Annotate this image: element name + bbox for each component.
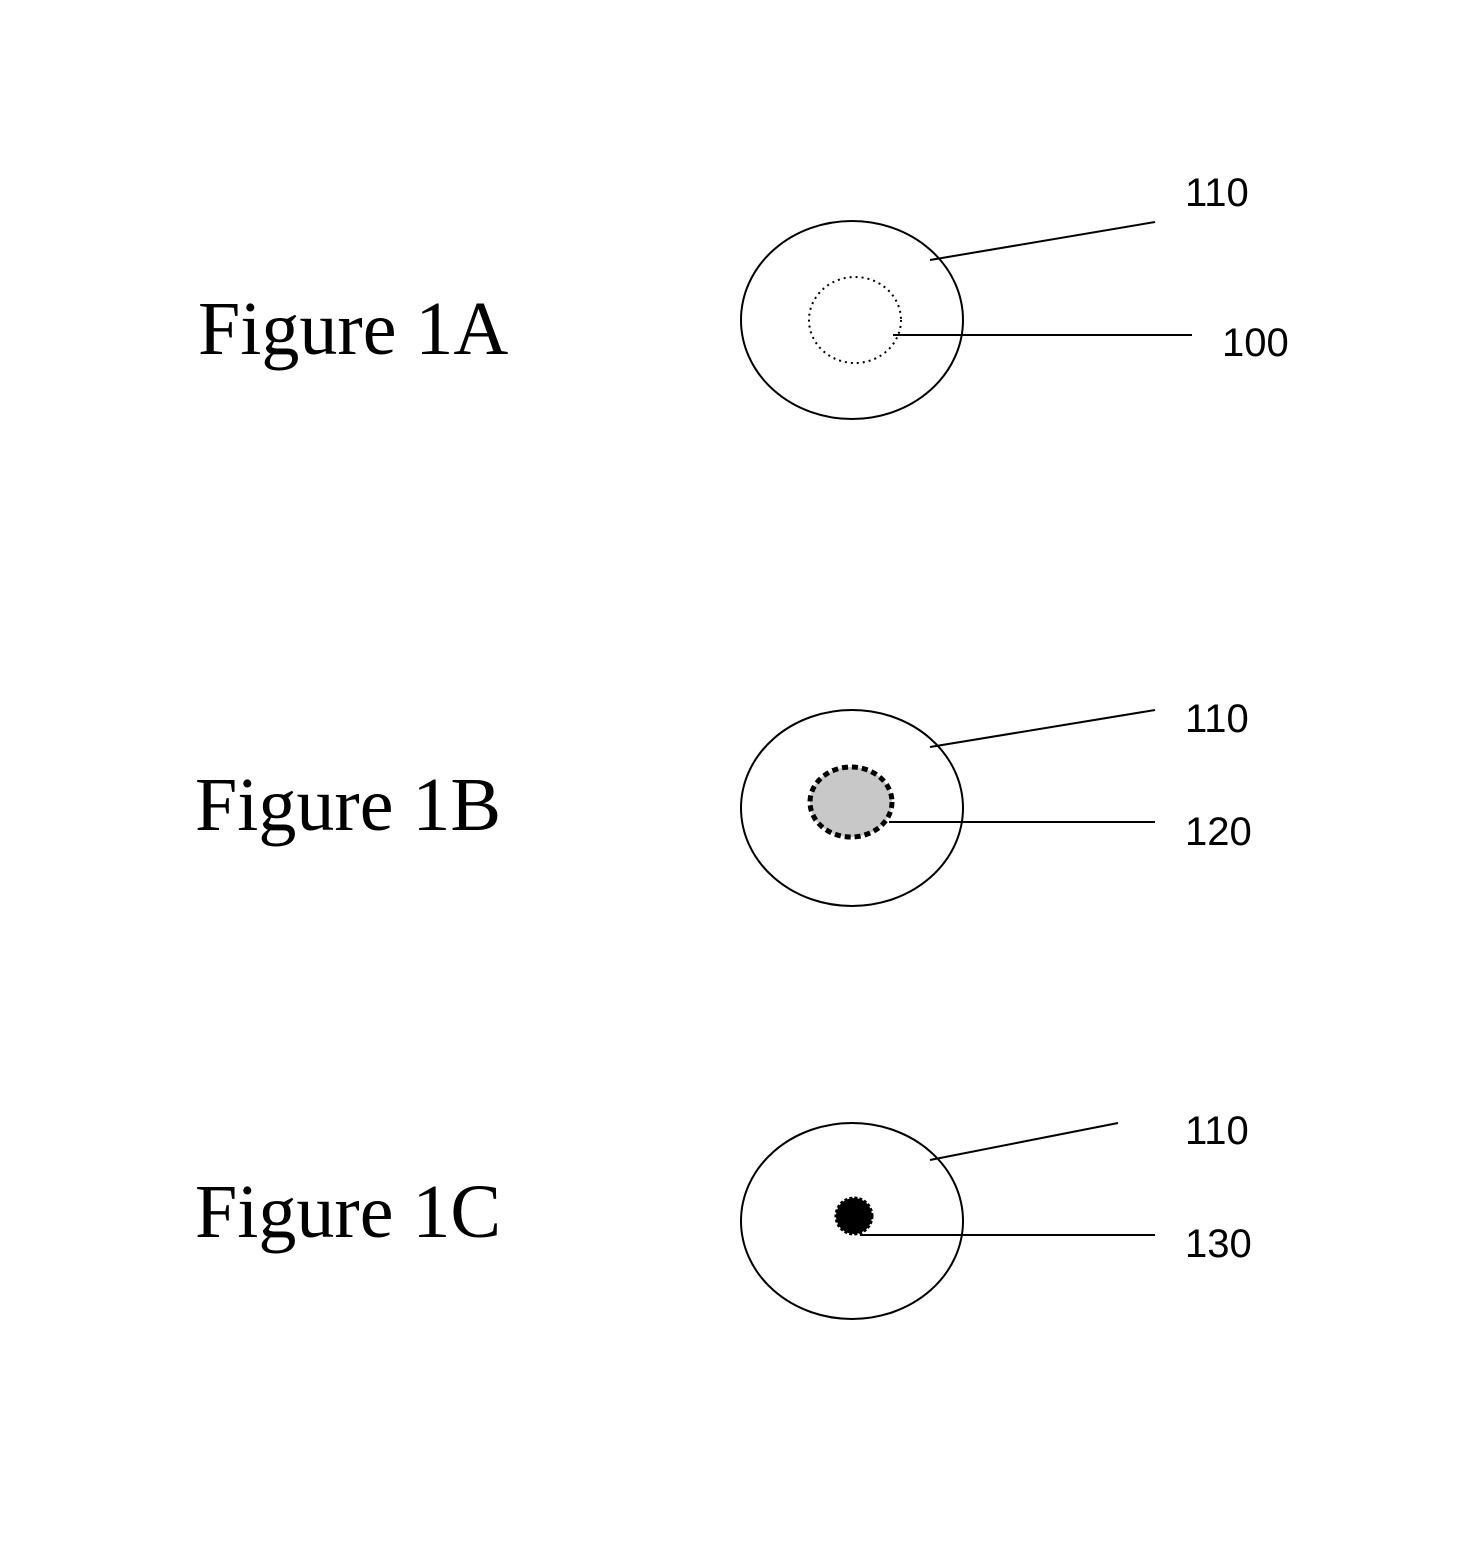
figure-1c-label: Figure 1C bbox=[195, 1170, 501, 1254]
figure-1c-ref-110: 110 bbox=[1185, 1109, 1249, 1153]
figure-1a-ref-100: 100 bbox=[1222, 321, 1289, 365]
figure-1b-leader-110 bbox=[930, 710, 1155, 747]
figure-1b-ref-110: 110 bbox=[1185, 697, 1249, 741]
figure-1a-outer-region bbox=[741, 221, 963, 419]
figure-1a: Figure 1A 110 100 bbox=[198, 171, 1289, 419]
figure-1c-inner-region bbox=[836, 1198, 872, 1234]
figure-1b-inner-region bbox=[810, 767, 892, 837]
figure-1a-leader-110 bbox=[930, 222, 1155, 260]
figure-1a-label: Figure 1A bbox=[198, 287, 508, 371]
figure-1c-leader-110 bbox=[930, 1123, 1118, 1160]
figure-1b-label: Figure 1B bbox=[195, 763, 501, 847]
figure-1a-inner-region bbox=[809, 277, 901, 363]
figure-1b: Figure 1B 110 120 bbox=[195, 697, 1252, 906]
figure-1c-ref-130: 130 bbox=[1185, 1222, 1252, 1266]
figure-1b-ref-120: 120 bbox=[1185, 810, 1252, 854]
figure-1a-ref-110: 110 bbox=[1185, 171, 1249, 215]
figure-1c: Figure 1C 110 130 bbox=[195, 1109, 1252, 1319]
